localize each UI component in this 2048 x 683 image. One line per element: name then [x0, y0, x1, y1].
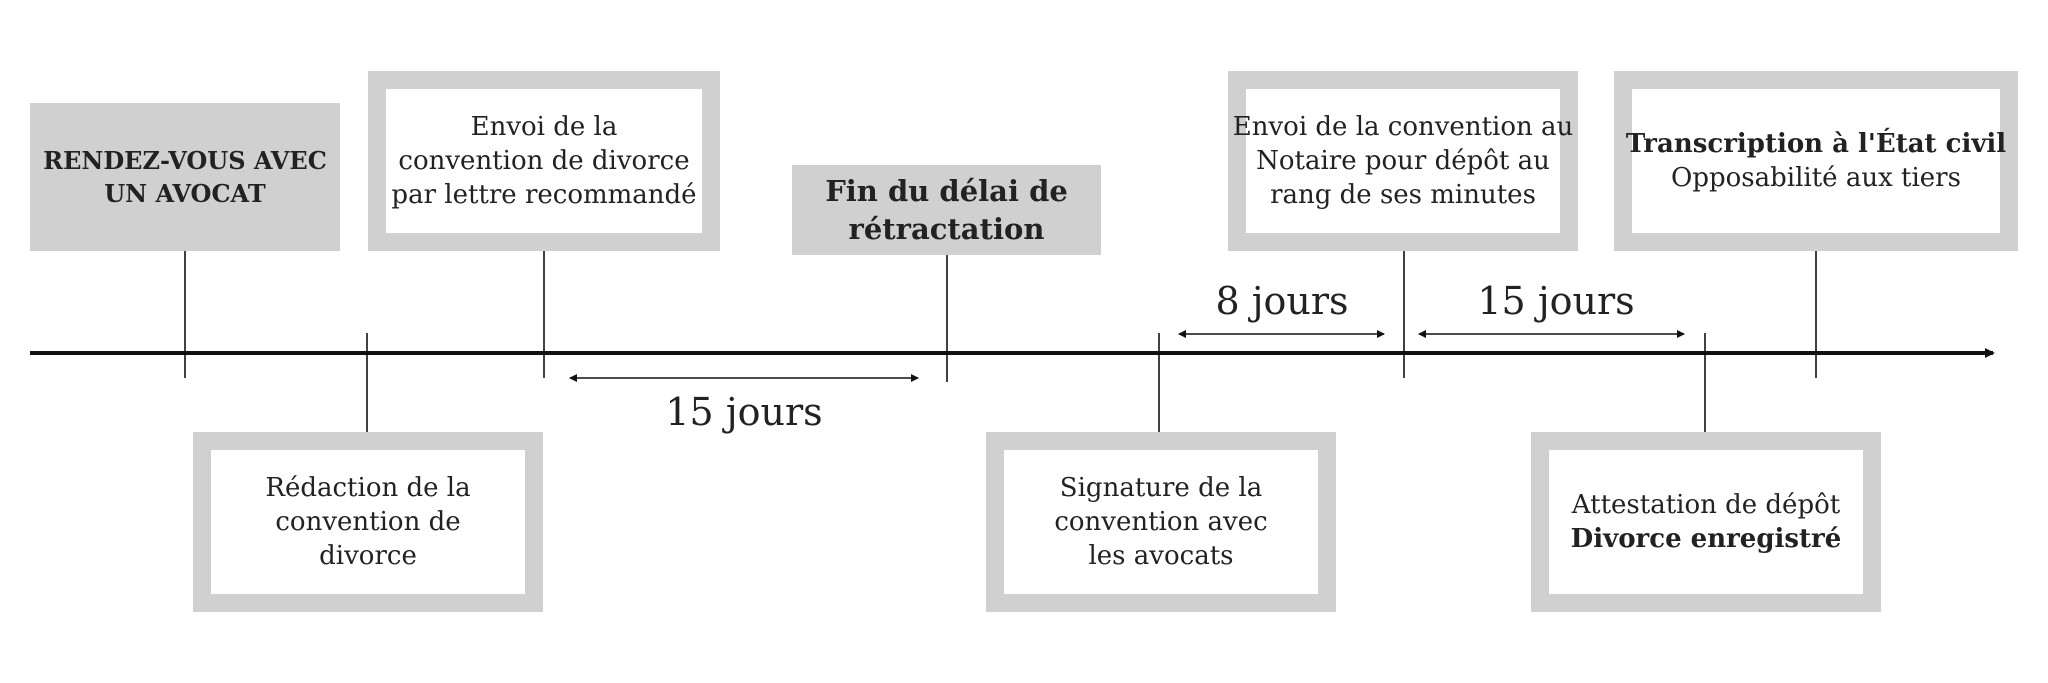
event-envoi-line3: par lettre recommandé — [391, 180, 697, 210]
event-redaction: Rédaction de la convention de divorce — [193, 432, 543, 612]
event-rdv-line1: RENDEZ-VOUS AVEC — [43, 146, 327, 175]
event-fin-delai-line2: rétractation — [848, 212, 1045, 246]
event-attestation-line2: Divorce enregistré — [1570, 524, 1842, 554]
event-signature-line1: Signature de la — [1059, 473, 1263, 503]
event-envoi-notaire: Envoi de la convention au Notaire pour d… — [1228, 71, 1578, 251]
duration-label-retractation: 15 jours — [665, 390, 823, 434]
event-signature-line2: convention avec — [1054, 507, 1268, 537]
event-notaire-line3: rang de ses minutes — [1270, 180, 1536, 210]
duration-label-15-jours: 15 jours — [1477, 279, 1635, 323]
event-rdv-line2: UN AVOCAT — [104, 179, 266, 208]
event-rdv-avocat: RENDEZ-VOUS AVEC UN AVOCAT — [30, 103, 340, 251]
event-attestation: Attestation de dépôt Divorce enregistré — [1531, 432, 1881, 612]
event-signature: Signature de la convention avec les avoc… — [986, 432, 1336, 612]
event-signature-line3: les avocats — [1088, 541, 1234, 571]
event-fin-delai: Fin du délai de rétractation — [792, 165, 1101, 255]
event-notaire-line1: Envoi de la convention au — [1232, 112, 1574, 142]
event-transcription-line2: Opposabilité aux tiers — [1671, 163, 1961, 193]
event-redaction-line1: Rédaction de la — [265, 473, 471, 503]
event-notaire-line2: Notaire pour dépôt au — [1256, 146, 1550, 176]
event-redaction-line2: convention de — [275, 507, 461, 537]
event-transcription-line1: Transcription à l'État civil — [1625, 129, 2007, 159]
event-transcription: Transcription à l'État civil Opposabilit… — [1614, 71, 2018, 251]
event-envoi-lettre: Envoi de la convention de divorce par le… — [368, 71, 720, 251]
event-attestation-line1: Attestation de dépôt — [1571, 490, 1841, 520]
event-envoi-line2: convention de divorce — [398, 146, 690, 176]
duration-label-8-jours: 8 jours — [1215, 279, 1349, 323]
event-fin-delai-line1: Fin du délai de — [825, 174, 1068, 208]
event-envoi-line1: Envoi de la — [470, 112, 618, 142]
event-redaction-line3: divorce — [319, 541, 417, 571]
